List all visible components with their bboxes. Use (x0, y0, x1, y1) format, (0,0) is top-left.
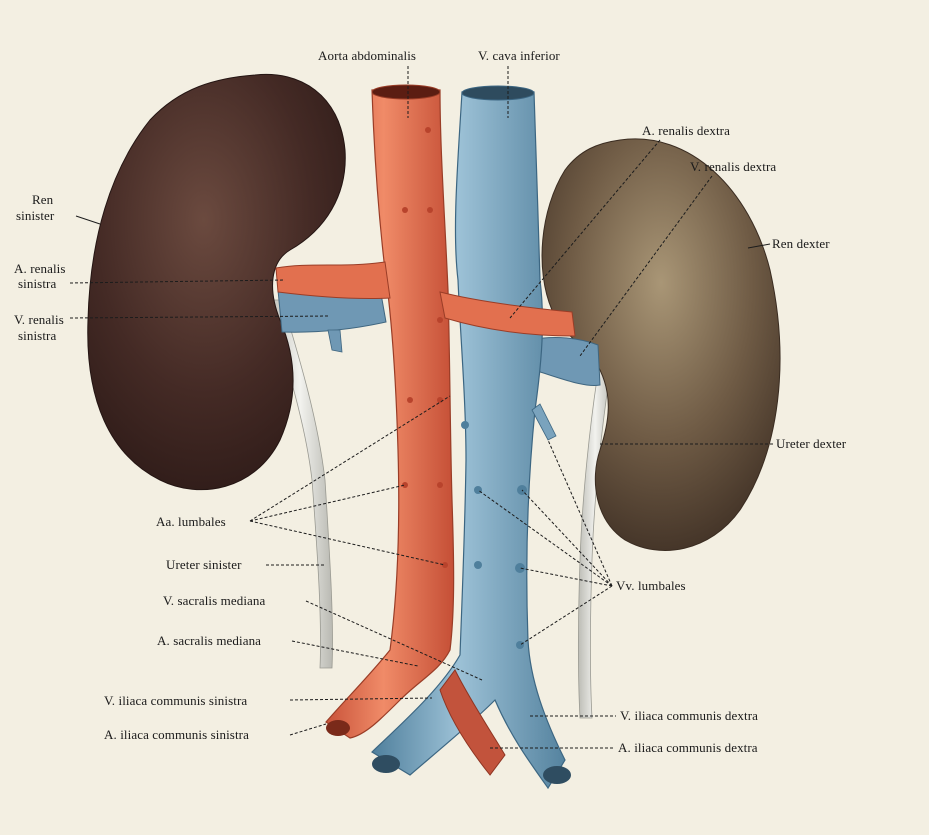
label-v-iliaca-communis-dextra: V. iliaca communis dextra (620, 708, 759, 723)
label-ren-sinister-line2: sinister (16, 208, 55, 223)
aorta-abdominalis (325, 89, 455, 739)
label-a-iliaca-communis-dextra: A. iliaca communis dextra (618, 740, 758, 755)
label-vv-lumbales: Vv. lumbales (616, 578, 686, 593)
label-v-sacralis-mediana: V. sacralis mediana (163, 593, 266, 608)
label-ren-sinister-line1: Ren (32, 192, 54, 207)
a-renalis-sinistra (275, 261, 391, 300)
label-ureter-dexter: Ureter dexter (776, 436, 847, 451)
label-aa-lumbales: Aa. lumbales (156, 514, 226, 529)
label-aorta-abdominalis: Aorta abdominalis (318, 48, 417, 63)
label-v-renalis-sinistra-line2: sinistra (18, 328, 57, 343)
label-v-iliaca-communis-sinistra: V. iliaca communis sinistra (104, 693, 248, 708)
ureter-dexter (578, 359, 613, 719)
leader-lines (69, 66, 774, 749)
label-a-renalis-dextra: A. renalis dextra (642, 123, 730, 138)
label-a-sacralis-mediana: A. sacralis mediana (157, 633, 262, 648)
label-v-renalis-sinistra-line1: V. renalis (14, 312, 64, 327)
label-v-renalis-dextra: V. renalis dextra (690, 159, 777, 174)
label-a-renalis-sinistra-line2: sinistra (18, 276, 57, 291)
v-cava-inferior (371, 91, 566, 790)
a-renalis-dextra (439, 291, 576, 337)
v-renalis-dextra (529, 337, 601, 387)
ren-sinister (87, 73, 346, 491)
label-a-iliaca-communis-sinistra: A. iliaca communis sinistra (104, 727, 249, 742)
label-v-cava-inferior: V. cava inferior (478, 48, 560, 63)
ren-dexter (541, 138, 781, 551)
label-ureter-sinister: Ureter sinister (166, 557, 242, 572)
label-ren-dexter: Ren dexter (772, 236, 830, 251)
label-a-renalis-sinistra-line1: A. renalis (14, 261, 66, 276)
ureter-sinister (267, 299, 333, 669)
